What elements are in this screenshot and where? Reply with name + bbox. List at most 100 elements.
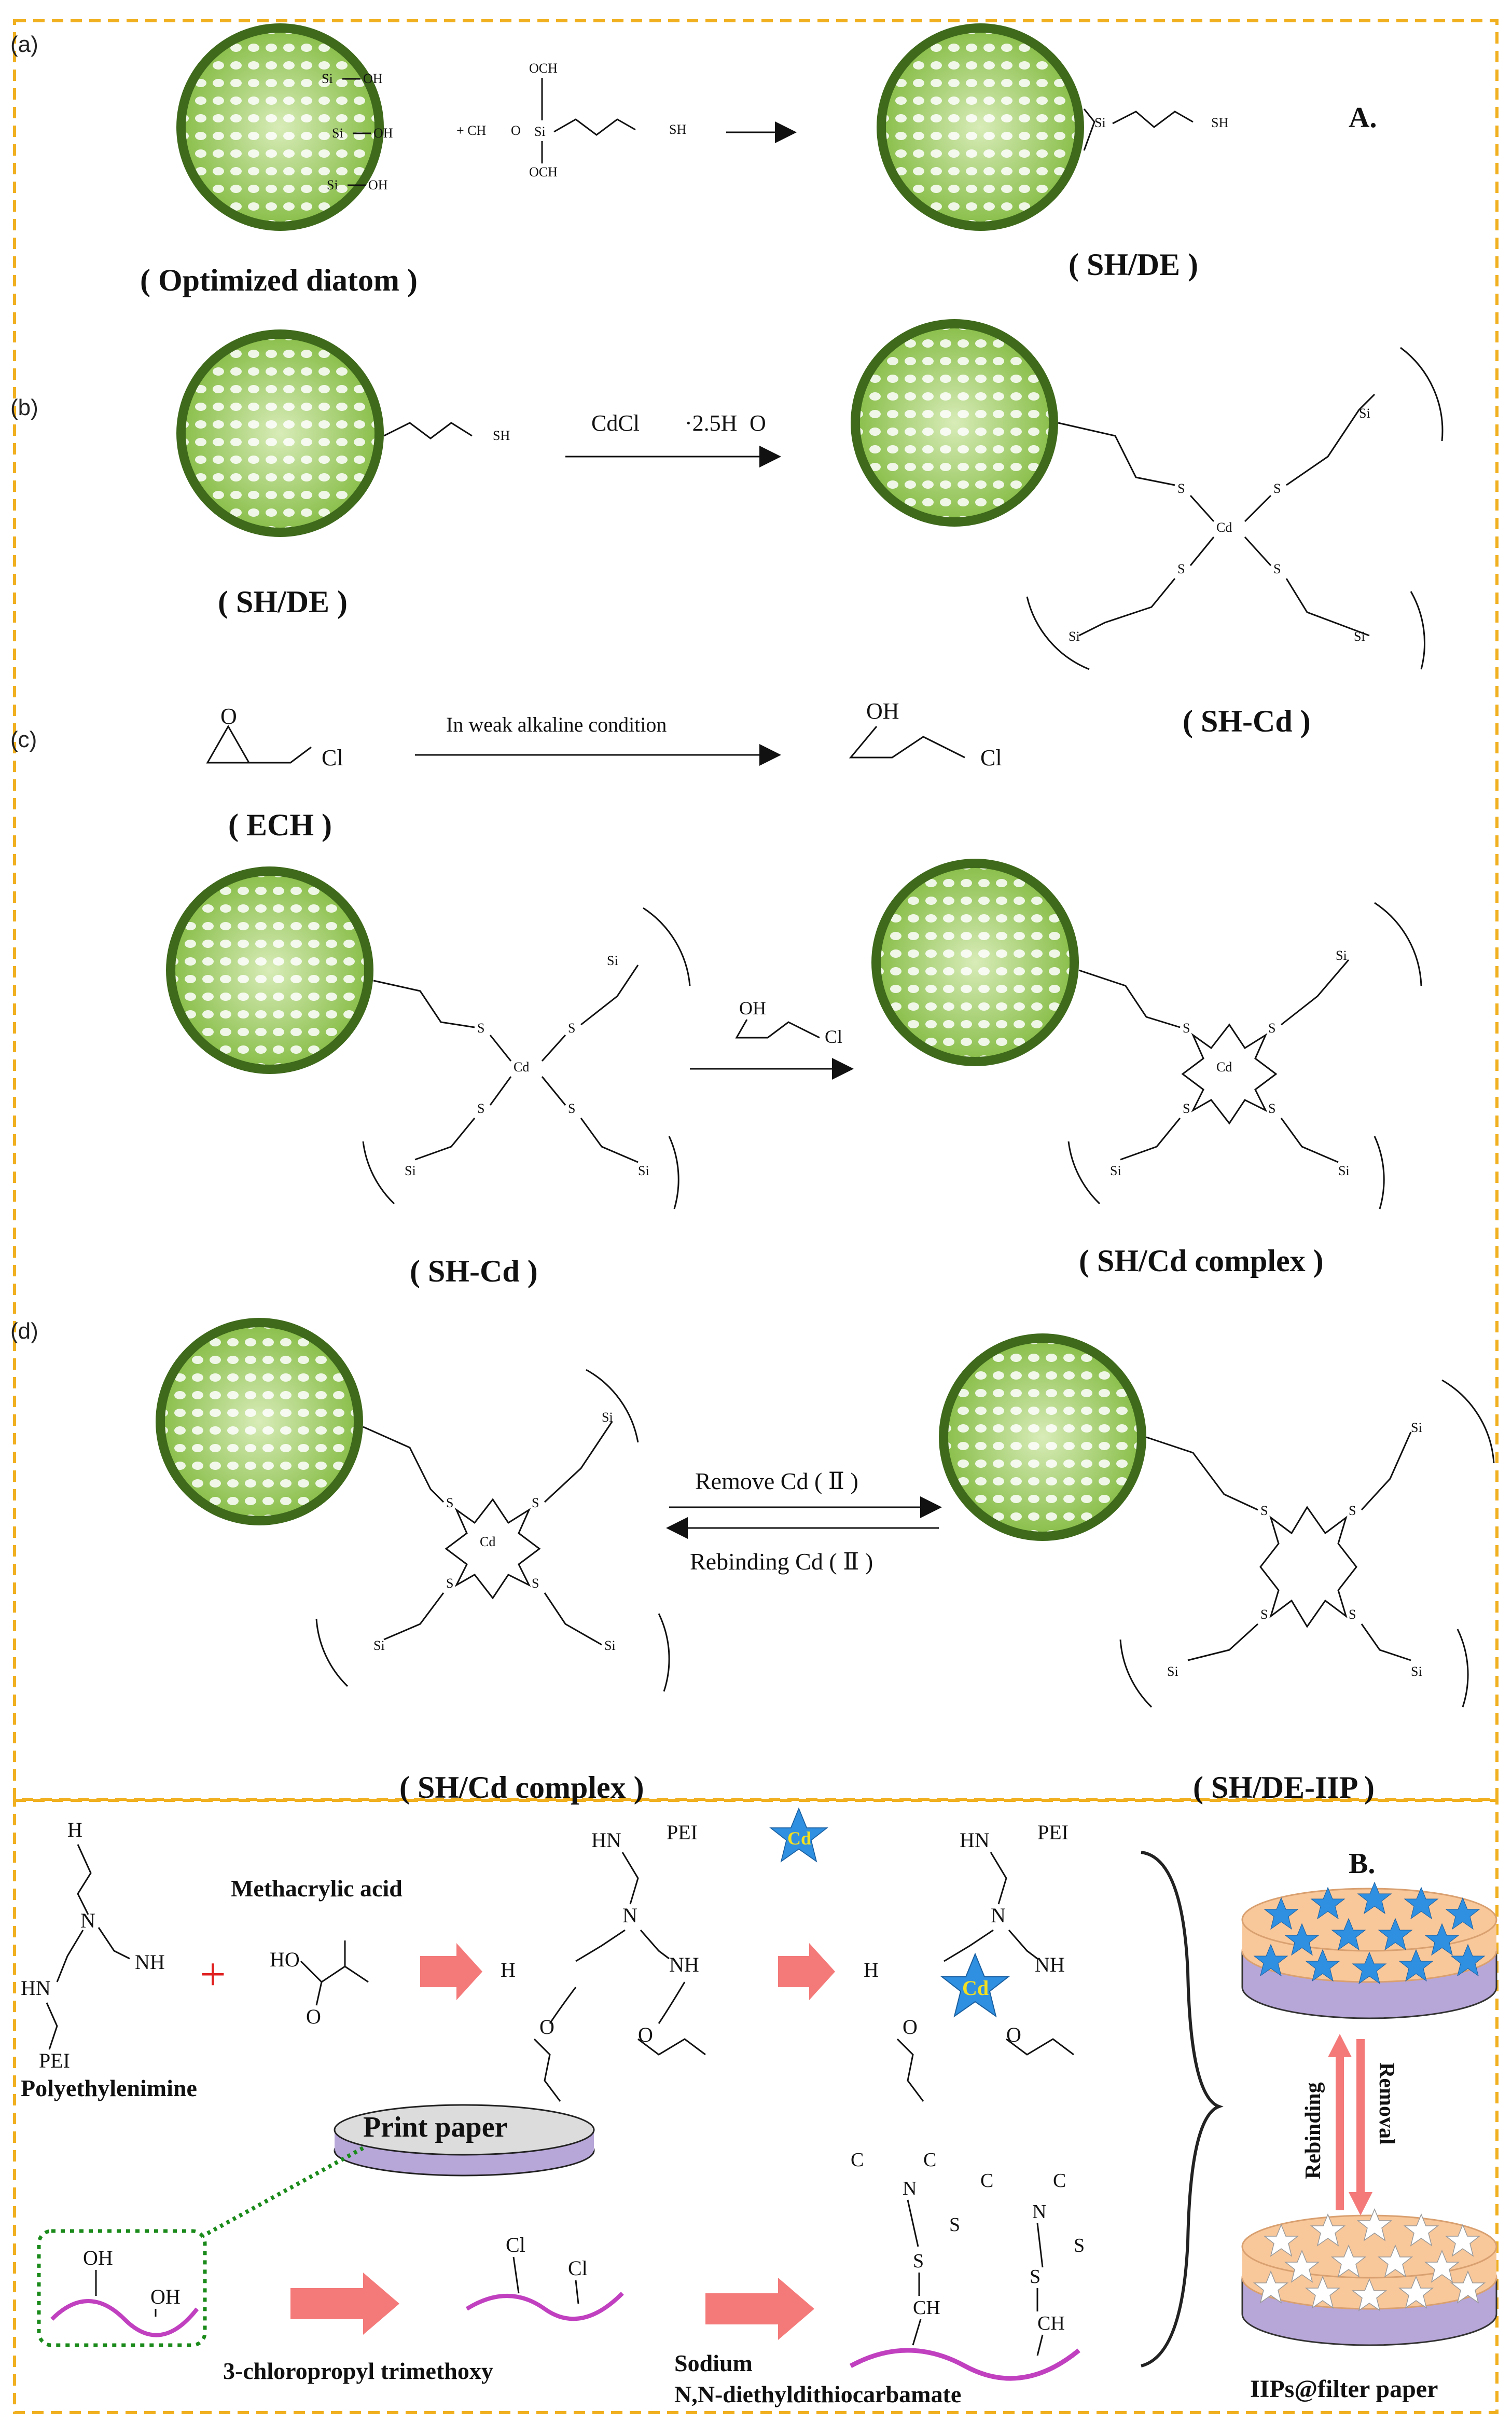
cellulose-zoom-box: [37, 2229, 207, 2347]
print-paper-disk: Print paper: [334, 2104, 595, 2177]
pink-arrow-3: [290, 2273, 399, 2335]
label-sh-cd-complex-c: ( SH/Cd complex ): [1079, 1244, 1324, 1278]
cd-star-bound: Cd: [962, 1976, 989, 2000]
sulfur: S: [446, 1495, 453, 1510]
chlorine: Cl: [568, 2256, 588, 2280]
sulfur: S: [1268, 1101, 1275, 1116]
print-paper-label: Print paper: [363, 2111, 507, 2143]
si-atom: Si: [1411, 1420, 1422, 1435]
sulfur: S: [568, 1101, 575, 1116]
remove-cd-label: Remove Cd ( Ⅱ ): [695, 1468, 858, 1494]
si-atom: Si: [604, 1638, 616, 1653]
cd-coordination-b: Cd S S S S Si Si Si: [1026, 347, 1444, 670]
thioether-s: S: [1030, 2266, 1041, 2288]
si-atom: Si: [1167, 1664, 1178, 1679]
plus-sign: +: [200, 1949, 226, 2000]
thiol-group-b: SH: [493, 428, 510, 443]
oh-group: OH: [368, 177, 388, 192]
amine-h: H: [67, 1818, 82, 1841]
polyethylenimine-structure: H N NH HN PEI: [21, 1818, 165, 2072]
thione-s: S: [1074, 2235, 1085, 2256]
rebinding-cd-label: Rebinding Cd ( Ⅱ ): [690, 1548, 873, 1575]
dtc-label: N,N-diethyldithiocarbamate: [674, 2381, 961, 2407]
ethyl: C: [923, 2149, 936, 2171]
hydroxyl: HO: [270, 1948, 300, 1971]
part-b-letter: B.: [1349, 1848, 1375, 1880]
sodium-label: Sodium: [674, 2350, 753, 2376]
si-atom: Si: [1336, 948, 1347, 963]
chlorine: Cl: [980, 745, 1002, 770]
polyethylenimine-label: Polyethylenimine: [21, 2075, 197, 2101]
carboxylate-o: O: [903, 2015, 918, 2039]
hydroxyl: OH: [150, 2285, 181, 2308]
hydrate: ·2.5H: [685, 410, 737, 436]
pink-arrow-2: [778, 1943, 835, 2000]
carboxylate-o: O: [1006, 2023, 1021, 2046]
si-center: Si: [534, 124, 546, 139]
tertiary-n: N: [622, 1904, 637, 1927]
hydroxyl: OH: [739, 998, 766, 1018]
pei-label: PEI: [39, 2049, 70, 2072]
mptms-reagent: OCH + CH O Si OCH SH: [456, 61, 686, 180]
chlorine: Cl: [322, 745, 343, 770]
cd-center: Cd: [480, 1534, 495, 1549]
ethyl: C: [1053, 2170, 1066, 2192]
sulfur: S: [1273, 481, 1281, 496]
si-atom: Si: [1411, 1664, 1422, 1679]
primary-amine: NH: [135, 1950, 165, 1974]
reaction-condition: In weak alkaline condition: [446, 713, 667, 736]
chlorine: Cl: [506, 2233, 525, 2256]
cd-center: Cd: [1216, 1059, 1232, 1075]
och3-top: OCH: [529, 61, 558, 76]
si-atom: Si: [322, 71, 333, 86]
si-atom: Si: [327, 177, 338, 192]
thiol-group: SH: [1211, 115, 1228, 130]
part-b: B. H N NH HN PEI + Methacrylic acid HO O…: [21, 1808, 1497, 2407]
methylene: CH: [1037, 2312, 1065, 2334]
si-atom: Si: [1359, 406, 1370, 421]
particle-arc: [1410, 591, 1425, 670]
zoom-connector: [201, 2146, 364, 2238]
chloropropanol-reagent: OH Cl: [735, 998, 842, 1047]
nitrogen: N: [1032, 2201, 1046, 2223]
label-sh-de-b: ( SH/DE ): [218, 585, 348, 619]
thioether-s: S: [913, 2250, 924, 2272]
panel-c: (c) OH O Cl In weak alkaline condition O…: [10, 698, 1422, 1288]
chlorinated-chain: Cl Cl: [465, 2233, 624, 2321]
secondary-amine: HN: [21, 1976, 51, 2000]
cdcl2: CdCl: [591, 410, 640, 436]
part-a-letter: A.: [1349, 102, 1377, 134]
carboxylate-o: O: [539, 2015, 554, 2039]
ech-structure: OH O Cl: [206, 704, 343, 770]
sulfur: S: [532, 1576, 539, 1591]
sulfur: S: [477, 1101, 484, 1116]
sulfur: S: [1260, 1607, 1268, 1622]
pink-arrow-1: [420, 1943, 482, 2000]
filter-paper-loaded: [1241, 1882, 1497, 2019]
cd-center: Cd: [514, 1059, 529, 1075]
sh-de-particle-b: [176, 329, 384, 537]
sulfur: S: [477, 1021, 484, 1036]
label-sh-cd-b: ( SH-Cd ): [1183, 704, 1311, 738]
sulfur: S: [1260, 1503, 1268, 1518]
ethyl: C: [980, 2170, 993, 2192]
carbonyl-o: O: [306, 2005, 321, 2028]
sulfur: S: [532, 1495, 539, 1510]
ammonium-left: H: [864, 1958, 879, 1981]
label-ech: ( ECH ): [228, 808, 332, 842]
dtc-grafted-chain: C C N S S CH C C N S S CH: [849, 2149, 1085, 2381]
ammonium-right: NH: [1035, 1953, 1065, 1976]
nitrogen: N: [903, 2178, 917, 2199]
thiol-group: SH: [669, 122, 686, 137]
sulfur: S: [1268, 1021, 1275, 1036]
si-atom: Si: [607, 953, 618, 968]
si-atom: Si: [1094, 115, 1106, 130]
imprinted-cavity: S S S S Si Si Si: [1119, 1379, 1495, 1708]
particle-arc: [1400, 347, 1444, 442]
iips-filter-paper-label: IIPs@filter paper: [1250, 2375, 1438, 2403]
panel-d: (d) Cd S S S S Si Si Si Remove Cd ( Ⅱ ) …: [10, 1318, 1495, 1805]
sulfur: S: [1183, 1021, 1190, 1036]
sh-de-particle: [877, 23, 1084, 231]
och3-bottom: OCH: [529, 164, 558, 180]
